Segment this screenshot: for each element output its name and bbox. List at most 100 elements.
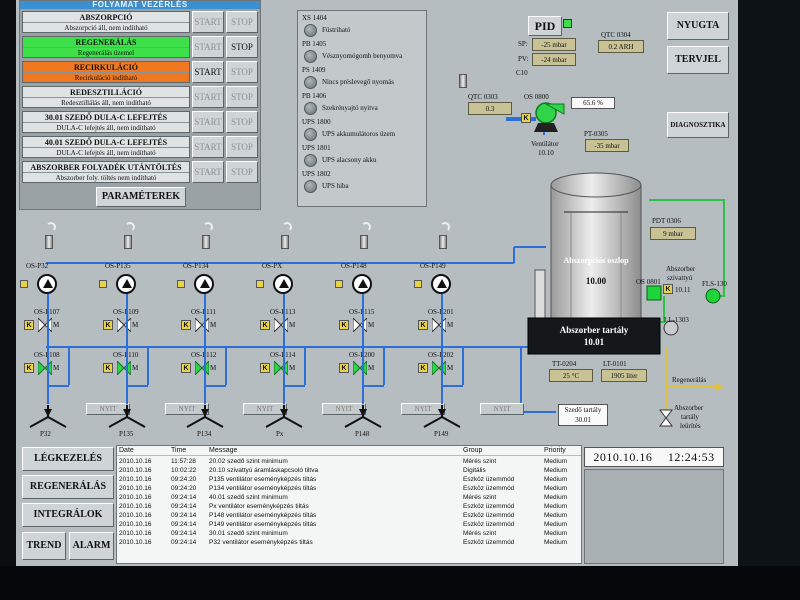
pump-icon[interactable] [352,274,372,294]
pump-icon[interactable] [194,274,214,294]
valve2-k-mode[interactable]: K [339,363,349,373]
process-stop-button[interactable]: STOP [226,36,258,58]
process-stop-button[interactable]: STOP [226,11,258,33]
pump-icon[interactable] [431,274,451,294]
valve-k-mode[interactable]: K [260,320,270,330]
valve2-k-mode[interactable]: K [103,363,113,373]
alarm-text: Vésznyomógomb benyomva [322,52,403,60]
process-start-button[interactable]: START [192,136,224,158]
level-switch-icon [663,320,679,336]
fan-k-mode[interactable]: K [521,113,531,123]
parameters-button[interactable]: PARAMÉTEREK [96,187,186,207]
process-start-button[interactable]: START [192,111,224,133]
process-start-button[interactable]: START [192,86,224,108]
collector-tank-name: Szedő tartály [564,406,602,414]
event-date: 2010.10.16 [119,512,152,519]
acknowledge-button[interactable]: NYUGTA [667,12,729,40]
clock-time: 12:24:53 [667,450,715,464]
fan-name: Ventilátor [531,140,559,148]
valve-open-icon[interactable] [431,359,447,377]
valve-k-mode[interactable]: K [418,320,428,330]
valve2-m-label: M [289,364,296,372]
pid-button[interactable]: PID [528,16,562,36]
absorber-tank [527,317,661,355]
process-status-text: Regenerálás üzemel [77,49,135,57]
valve2-k-mode[interactable]: K [260,363,270,373]
pump-return-pipe-h [126,385,148,387]
valve-open-icon[interactable] [37,359,53,377]
nyit-button[interactable]: NYIT [480,403,524,415]
process-start-button[interactable]: START [192,36,224,58]
process-start-button[interactable]: START [192,161,224,183]
valve-m-label: M [210,321,217,329]
event-time: 09:24:14 [171,521,197,528]
valve-open-icon[interactable] [273,359,289,377]
pump-icon[interactable] [273,274,293,294]
process-stop-button[interactable]: STOP [226,86,258,108]
pump-name: P148 [355,430,370,438]
nav-air-handling-button[interactable]: LÉGKEZELÉS [22,447,114,471]
diagnostics-button[interactable]: DIAGNOSZTIKA [667,112,729,138]
pump-icon[interactable] [116,274,136,294]
process-stop-button[interactable]: STOP [226,161,258,183]
valve-k-mode[interactable]: K [339,320,349,330]
process-start-button[interactable]: START [192,61,224,83]
event-col-priority: Priority [544,447,566,454]
nav-trend-button[interactable]: TREND [22,532,66,560]
pump-inlet-pipe [47,294,49,404]
alarm-indicator-icon [304,24,317,37]
valve-icon[interactable] [37,316,53,334]
valve-icon[interactable] [431,316,447,334]
valve-k-mode[interactable]: K [24,320,34,330]
alarm-text: Szekrényajtó nyitva [322,104,378,112]
nav-alarm-button[interactable]: ALARM [69,532,114,560]
event-log[interactable]: Date Time Message Group Priority 2010.10… [116,445,582,564]
pump-inlet-pipe [441,294,443,404]
event-date: 2010.10.16 [119,494,152,501]
pump-status-square [414,280,422,288]
event-time: 09:24:14 [171,512,197,519]
valve-k-mode[interactable]: K [103,320,113,330]
process-stop-button[interactable]: STOP [226,136,258,158]
pump-return-pipe [304,347,306,385]
process-diagram [46,102,725,427]
valve-open-icon[interactable] [194,359,210,377]
valve-k-mode[interactable]: K [181,320,191,330]
nyit-button[interactable]: NYIT [243,403,287,415]
event-time: 11:57:28 [171,458,196,465]
valve-icon[interactable] [352,316,368,334]
valve-icon[interactable] [116,316,132,334]
alarm-text: UPS alacsony akku [322,156,377,164]
nav-regeneration-button[interactable]: REGENERÁLÁS [22,475,114,499]
nyit-button[interactable]: NYIT [401,403,445,415]
process-start-button[interactable]: START [192,11,224,33]
process-stop-button[interactable]: STOP [226,61,258,83]
pump-icon[interactable] [37,274,57,294]
valve-icon[interactable] [194,316,210,334]
tervjel-button[interactable]: TERVJEL [667,46,729,74]
valve2-k-mode[interactable]: K [418,363,428,373]
valve2-k-mode[interactable]: K [24,363,34,373]
nav-integrators-button[interactable]: INTEGRÁLOK [22,503,114,527]
pid-controller-id: C10 [516,69,528,77]
valve-open-icon[interactable] [116,359,132,377]
pump-status-square [99,280,107,288]
process-stop-button[interactable]: STOP [226,111,258,133]
abs-pump-k-mode[interactable]: K [663,284,673,294]
alarm-text: UPS akkumulátoros üzem [322,130,396,138]
valve2-k-mode[interactable]: K [181,363,191,373]
valve-open-icon[interactable] [352,359,368,377]
valve-icon[interactable] [273,316,289,334]
